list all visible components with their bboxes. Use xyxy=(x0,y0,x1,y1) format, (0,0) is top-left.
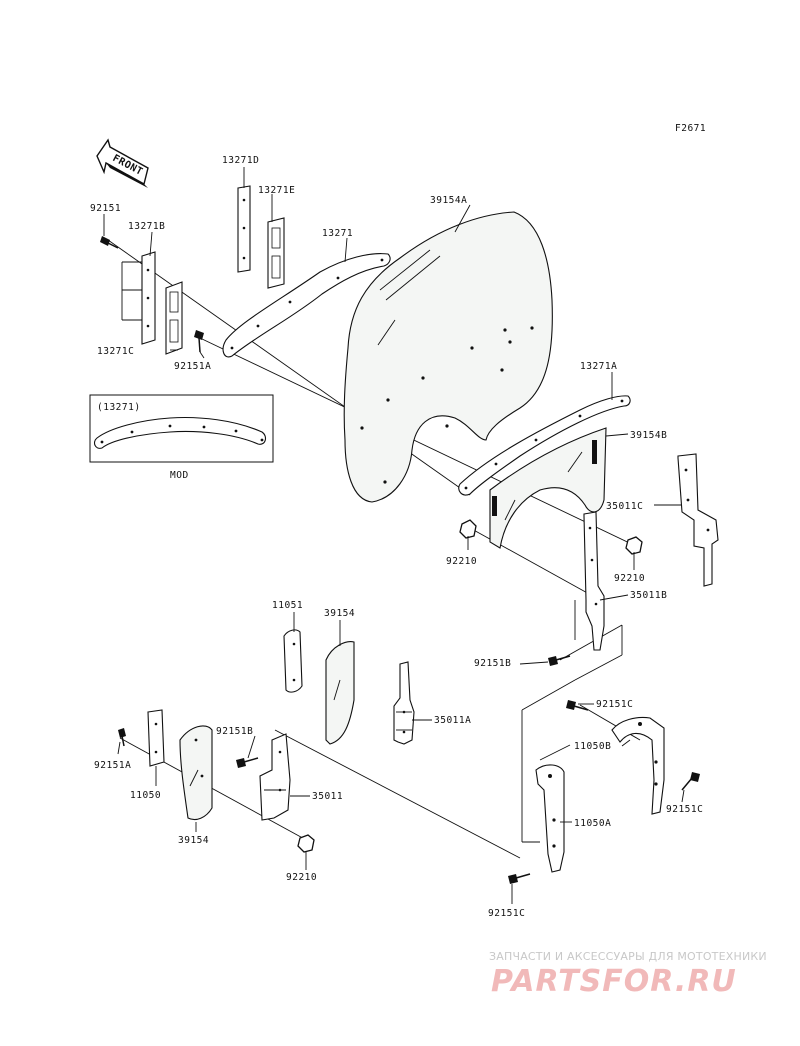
callout-92151c-low: 92151C xyxy=(488,908,525,919)
bracket-11050b xyxy=(611,716,665,815)
strip-11051 xyxy=(283,629,303,693)
callout-92151a-top: 92151A xyxy=(174,361,211,372)
bracket-35011a xyxy=(393,661,415,745)
trim-strip-13271 xyxy=(222,253,391,358)
callout-92151b-mid: 92151B xyxy=(474,658,511,669)
windshield-39154a xyxy=(343,211,553,503)
callout-13271b: 13271B xyxy=(128,221,165,232)
callout-92210-left: 92210 xyxy=(446,556,477,567)
leader-lines xyxy=(103,167,685,904)
callout-11050a: 11050A xyxy=(574,818,611,829)
bolt-92151b-low-icon xyxy=(236,757,259,768)
bolt-92151-icon xyxy=(100,236,119,249)
figure-code: F2671 xyxy=(675,123,706,134)
bolt-92151c-top-icon xyxy=(566,700,589,711)
deflector-39154-low xyxy=(179,725,213,821)
inset-mod-box: (13271) MOD xyxy=(89,394,274,481)
callout-92210-right: 92210 xyxy=(614,573,645,584)
watermark-tagline: ЗАПЧАСТИ И АКСЕССУАРЫ ДЛЯ МОТОТЕХНИКИ xyxy=(489,950,767,963)
inset-label: (13271) xyxy=(97,402,141,413)
callout-13271d: 13271D xyxy=(222,155,259,166)
bracket-35011b xyxy=(583,511,605,651)
callout-11050b: 11050B xyxy=(574,741,611,752)
callout-92210-low: 92210 xyxy=(286,872,317,883)
bolt-92151c-right-icon xyxy=(681,772,700,791)
callout-39154-low: 39154 xyxy=(178,835,209,846)
callout-39154b: 39154B xyxy=(630,430,667,441)
nut-92210-low-icon xyxy=(297,834,315,853)
callout-13271a: 13271A xyxy=(580,361,617,372)
callout-92151c-right: 92151C xyxy=(666,804,703,815)
nut-92210-left-icon xyxy=(459,519,477,539)
callout-92151: 92151 xyxy=(90,203,121,214)
deflector-39154b xyxy=(489,427,607,549)
deflector-39154-mid xyxy=(325,641,355,745)
nut-92210-right-icon xyxy=(625,536,643,555)
bracket-35011 xyxy=(259,733,291,821)
callout-92151a-low: 92151A xyxy=(94,760,131,771)
bolt-92151a-low-icon xyxy=(118,728,126,747)
callout-13271e: 13271E xyxy=(258,185,295,196)
callout-35011a: 35011A xyxy=(434,715,471,726)
inset-caption: MOD xyxy=(170,470,189,481)
callout-13271c: 13271C xyxy=(97,346,134,357)
callout-39154a: 39154A xyxy=(430,195,467,206)
rubber-strip-13271d xyxy=(237,185,251,273)
bracket-11050a xyxy=(535,764,565,873)
trim-strip-13271a xyxy=(458,395,631,496)
rubber-strip-13271e xyxy=(267,217,285,289)
callout-39154-mid: 39154 xyxy=(324,608,355,619)
rubber-strip-13271c xyxy=(165,281,183,355)
callout-35011: 35011 xyxy=(312,791,343,802)
bracket-35011c xyxy=(677,453,719,587)
bolt-92151b-mid-icon xyxy=(548,655,571,666)
callout-92151b-low: 92151B xyxy=(216,726,253,737)
callout-11051: 11051 xyxy=(272,600,303,611)
bolt-92151a-icon xyxy=(194,330,204,353)
callout-13271: 13271 xyxy=(322,228,353,239)
callout-35011c: 35011C xyxy=(606,501,643,512)
strip-11050 xyxy=(147,709,165,767)
callout-92151c-top: 92151C xyxy=(596,699,633,710)
callout-35011b: 35011B xyxy=(630,590,667,601)
front-arrow-icon: FRONT xyxy=(96,138,149,188)
bolt-92151c-low-icon xyxy=(508,873,531,884)
assembly-lines xyxy=(107,239,641,859)
watermark-logo: PARTSFOR.RU xyxy=(491,964,737,999)
callout-11050: 11050 xyxy=(130,790,161,801)
rubber-strip-13271b xyxy=(141,251,156,345)
